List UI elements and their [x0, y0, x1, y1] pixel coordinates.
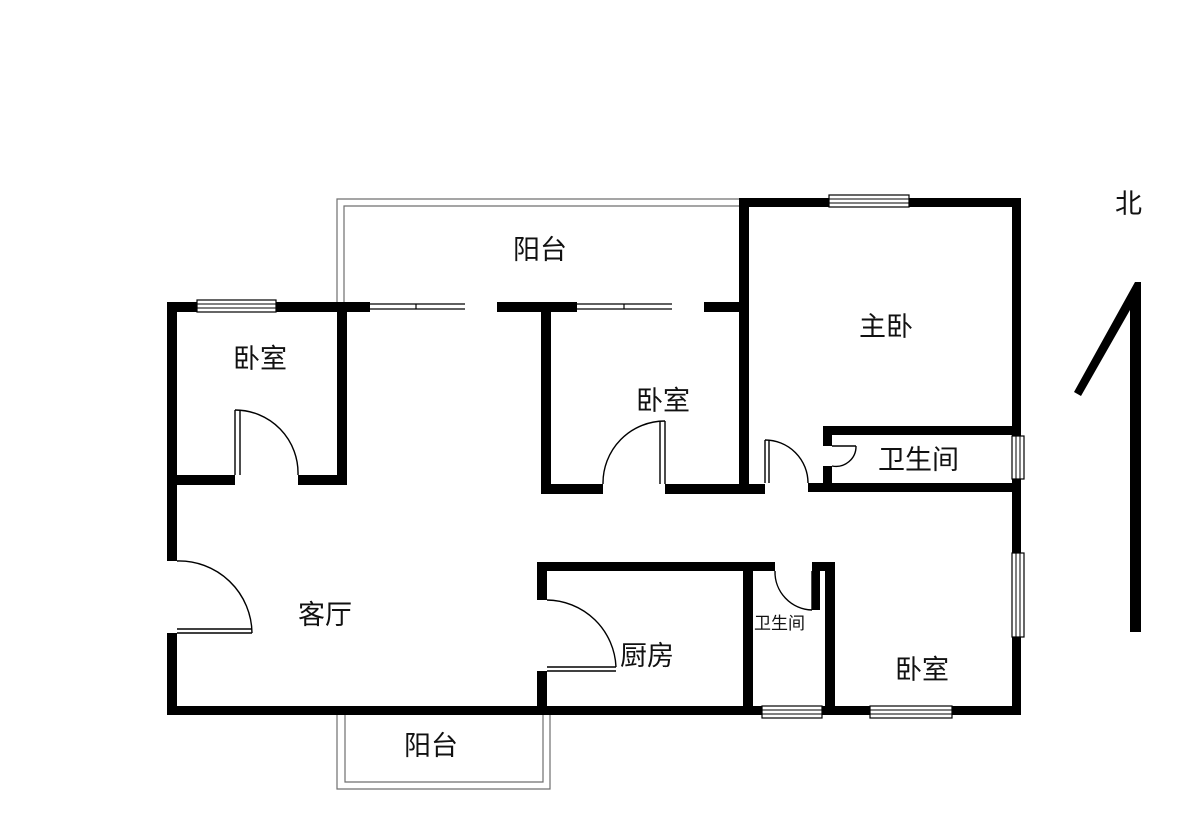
master-bedroom-label: 主卧	[859, 312, 913, 343]
bathroom-master-label: 卫生间	[878, 445, 959, 476]
doors	[176, 409, 857, 672]
walls	[167, 198, 1021, 715]
balcony-south-label: 阳台	[404, 731, 458, 762]
room-labels: 阳台 卧室 卧室 主卧 卫生间 客厅 厨房 卫生间 卧室 阳台	[233, 235, 959, 762]
north-arrow-icon	[1074, 282, 1141, 632]
living-room-label: 客厅	[298, 600, 352, 631]
bedroom-southeast-label: 卧室	[895, 655, 949, 686]
north-label: 北	[1115, 189, 1142, 220]
bedroom-middle-label: 卧室	[636, 386, 690, 417]
balcony-south-outline	[336, 713, 551, 790]
bedroom-west-label: 卧室	[233, 344, 287, 375]
bathroom-small-label: 卫生间	[754, 614, 805, 634]
sliding-doors	[370, 303, 672, 312]
balcony-north-label: 阳台	[513, 235, 567, 266]
kitchen-label: 厨房	[620, 641, 674, 672]
windows	[196, 194, 1025, 719]
balcony-north-outline	[336, 198, 742, 303]
north-compass: 北	[1074, 189, 1142, 632]
